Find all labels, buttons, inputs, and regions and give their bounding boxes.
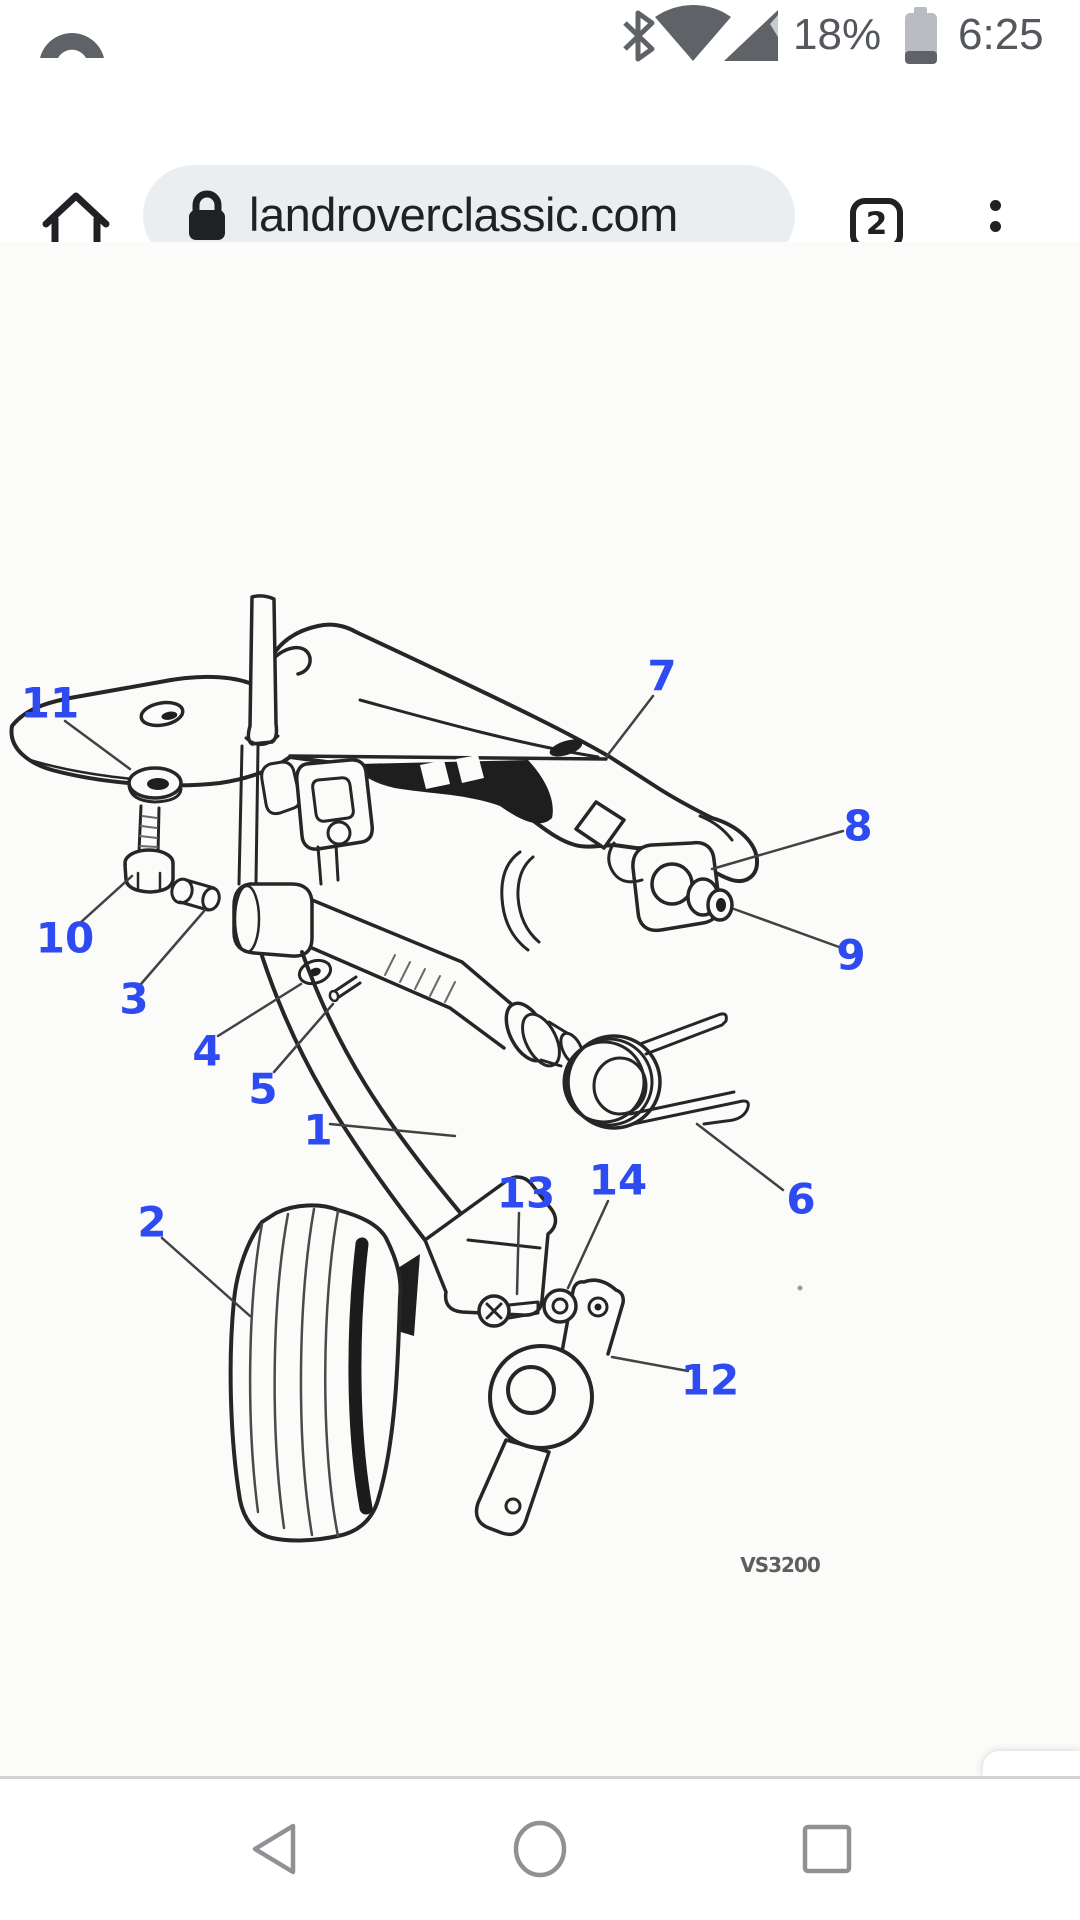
tab-count: 2	[865, 206, 888, 242]
callout-14: 14	[589, 1156, 647, 1205]
lock-icon	[189, 190, 225, 240]
pedal-mount	[394, 1175, 558, 1336]
battery-icon	[905, 7, 937, 64]
signal-arc-icon	[40, 33, 104, 58]
callout-5: 5	[248, 1065, 277, 1114]
pedal-bracket	[9, 622, 760, 883]
bluetooth-icon	[623, 10, 655, 62]
cellular-icon	[724, 10, 778, 61]
callout-9: 9	[836, 931, 865, 980]
floating-corner-card[interactable]	[983, 1751, 1080, 1777]
callout-1: 1	[303, 1106, 332, 1155]
callout-12: 12	[681, 1356, 739, 1405]
parts-diagram: 1 2 3 4 5 6 7 8 9 10 11 12 13 14 VS3200	[9, 594, 873, 1577]
battery-percent: 18%	[793, 10, 882, 59]
washer-14	[542, 1288, 578, 1324]
nav-divider	[0, 1776, 1080, 1779]
navigation-bar	[0, 1779, 1080, 1920]
lever-12	[474, 1278, 625, 1537]
callout-8: 8	[843, 802, 872, 851]
accelerator-rod	[246, 594, 279, 746]
screw-13	[477, 1294, 540, 1328]
recents-button[interactable]	[802, 1824, 852, 1874]
status-bar: 18% 6:25	[0, 0, 1080, 70]
callout-labels: 1 2 3 4 5 6 7 8 9 10 11 12 13 14	[21, 652, 873, 1405]
status-icons	[40, 5, 937, 64]
drawing-code: VS3200	[740, 1553, 820, 1577]
bolt-10	[123, 804, 175, 894]
callout-2: 2	[137, 1198, 166, 1247]
pedal-shaft	[232, 882, 585, 1068]
pedal-pad	[228, 1203, 403, 1543]
callout-6: 6	[786, 1175, 815, 1224]
callout-3: 3	[119, 975, 148, 1024]
return-spring	[562, 1012, 750, 1130]
pedal-arm	[260, 950, 470, 1242]
url-text: landroverclassic.com	[249, 188, 678, 241]
spacer-3	[170, 877, 221, 912]
home-circle-button[interactable]	[513, 1820, 567, 1878]
pin-5	[328, 975, 362, 1003]
leader-lines	[63, 694, 845, 1373]
callout-11: 11	[21, 679, 79, 728]
pivot-assembly	[607, 814, 734, 933]
back-button[interactable]	[252, 1823, 296, 1875]
callout-13: 13	[497, 1169, 555, 1218]
browser-toolbar: landroverclassic.com 2	[0, 70, 1080, 312]
callout-4: 4	[192, 1027, 221, 1076]
callout-10: 10	[36, 914, 94, 963]
wifi-icon	[655, 5, 731, 61]
washer-11	[127, 766, 183, 804]
bracket-hole	[139, 700, 185, 728]
mount-block	[295, 758, 374, 851]
callout-7: 7	[647, 652, 676, 701]
status-clock: 6:25	[958, 10, 1044, 59]
page-content: 1 2 3 4 5 6 7 8 9 10 11 12 13 14 VS3200	[0, 242, 1080, 1776]
